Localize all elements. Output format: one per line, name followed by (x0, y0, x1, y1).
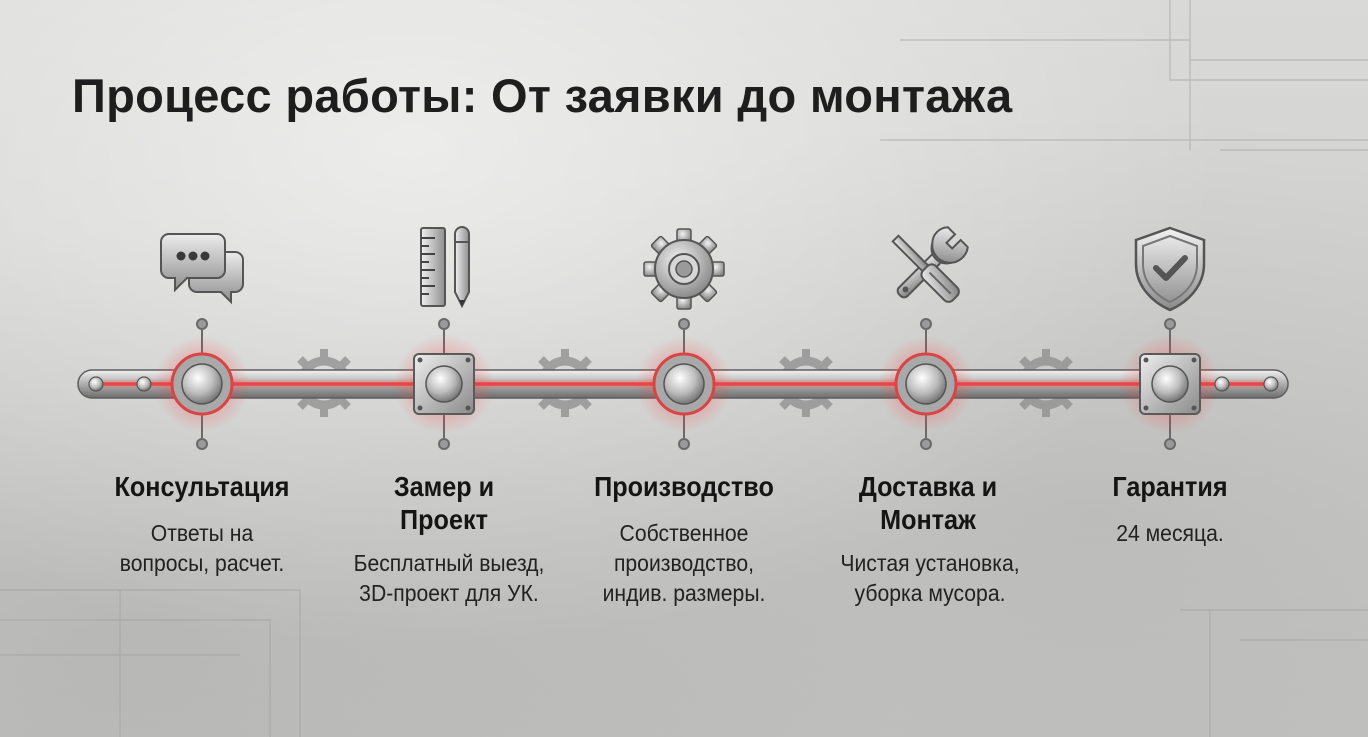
chat-bubbles-icon (157, 226, 247, 316)
step-title-measure: Замер и Проект (393, 471, 495, 535)
wrench-screwdriver-icon (881, 224, 971, 314)
step-desc-measure: Бесплатный выезд, 3D-проект для УК. (353, 550, 545, 606)
timeline-node-4 (878, 336, 974, 432)
step-desc-consultation: Ответы на вопросы, расчет. (119, 520, 285, 576)
ruler-pencil-icon (399, 224, 489, 314)
step-title-warranty: Гарантия (1112, 471, 1228, 502)
step-title-consultation: Консультация (114, 471, 290, 502)
timeline-node-1 (154, 336, 250, 432)
page-title: Процесс работы: От заявки до монтажа (72, 69, 1013, 122)
timeline-node-2 (394, 334, 494, 434)
step-desc-production: Собственное производство, индив. размеры… (602, 520, 766, 606)
gear-icon (639, 226, 729, 316)
shield-check-icon (1125, 224, 1215, 314)
step-title-production: Производство (594, 471, 774, 502)
step-desc-delivery: Чистая установка, уборка мусора. (840, 550, 1020, 606)
step-desc-warranty: 24 месяца. (1116, 520, 1224, 546)
timeline-node-5 (1120, 334, 1220, 434)
timeline-node-3 (636, 336, 732, 432)
step-title-delivery: Доставка и Монтаж (858, 471, 998, 535)
